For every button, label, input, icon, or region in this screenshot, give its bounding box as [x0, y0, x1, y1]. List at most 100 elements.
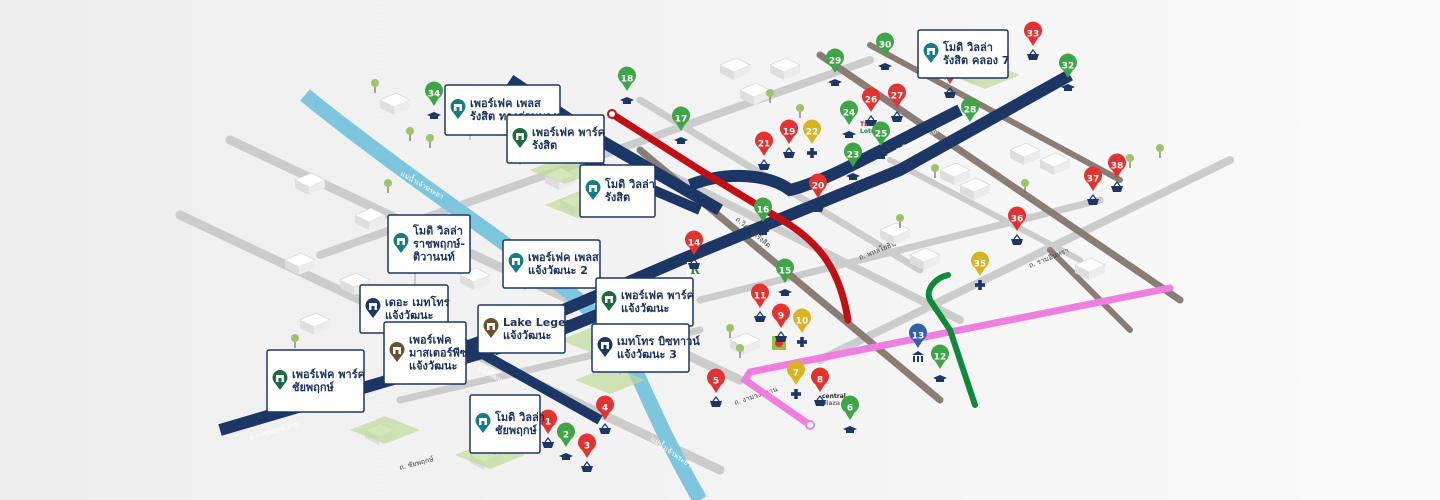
sign-line: แจ้งวัฒนะ: [385, 309, 434, 322]
townhouse-icon: [923, 42, 939, 63]
poi-pin-2[interactable]: 2: [557, 422, 575, 447]
poi-pin-36[interactable]: 36: [1008, 206, 1026, 231]
red-rail-line: [607, 109, 852, 324]
poi-pin-10[interactable]: 10: [793, 308, 812, 333]
poi-number: 9: [778, 312, 784, 322]
sign-line: ชัยพฤกษ์: [292, 381, 334, 394]
tree: [896, 214, 904, 228]
poi-pin-3[interactable]: 3: [578, 433, 596, 458]
project-sign-7[interactable]: เพอร์เฟค พาร์คแจ้งวัฒนะ: [595, 277, 694, 330]
building-block: [1074, 257, 1106, 280]
poi-pin-18[interactable]: 18: [618, 66, 637, 91]
tree: [406, 127, 414, 141]
poi-pin-23[interactable]: 23: [843, 142, 862, 167]
poi-icons: [427, 49, 1123, 472]
project-sign-2[interactable]: เพอร์เฟค พาร์ครังสิต: [506, 114, 605, 165]
poi-pin-34[interactable]: 34: [424, 81, 443, 106]
poi-pin-22[interactable]: 22: [802, 119, 821, 144]
poi-pin-21[interactable]: 21: [754, 131, 773, 156]
poi-pin-5[interactable]: 5: [706, 368, 725, 393]
green-lawn: [575, 366, 645, 394]
poi-pin-15[interactable]: 15: [775, 258, 794, 283]
green-rail-line: [925, 272, 978, 408]
poi-pin-14[interactable]: 14: [685, 230, 703, 255]
map-pin-icon: [754, 131, 773, 156]
poi-pin-13[interactable]: 13: [909, 323, 927, 348]
poi-pin-37[interactable]: 37: [1084, 166, 1102, 191]
poi-number: 4: [602, 404, 608, 414]
poi-pin-9[interactable]: 9: [771, 303, 790, 328]
poi-pin-8[interactable]: 8: [811, 367, 830, 392]
poi-pin-25[interactable]: 25: [871, 121, 890, 146]
poi-pin-35[interactable]: 35: [970, 251, 989, 276]
building-block: [339, 272, 371, 295]
poi-number: 18: [621, 75, 634, 85]
poi-pin-17[interactable]: 17: [672, 106, 691, 131]
map-pin-icon: [771, 303, 790, 328]
tree: [931, 164, 939, 178]
poi-pin-28[interactable]: 28: [960, 97, 979, 122]
poi-pin-12[interactable]: 12: [930, 344, 949, 369]
school-icon: [620, 97, 634, 104]
building-block: [294, 172, 326, 195]
shopping-basket-icon: [1027, 49, 1039, 60]
building-block: [299, 312, 331, 335]
poi-pin-20[interactable]: 20: [808, 173, 827, 198]
building-block: [1039, 152, 1071, 175]
poi-number: 6: [847, 404, 853, 414]
school-icon: [828, 79, 842, 86]
sign-line: รังสิต: [532, 139, 557, 152]
poi-pin-32[interactable]: 32: [1059, 53, 1077, 78]
house-icon: [483, 318, 499, 338]
shopping-basket-icon: [891, 111, 903, 122]
poi-pin-19[interactable]: 19: [780, 119, 799, 144]
map-pin-icon: [826, 48, 844, 73]
poi-pin-38[interactable]: 38: [1108, 153, 1126, 178]
poi-pin-11[interactable]: 11: [751, 283, 769, 308]
poi-pin-29[interactable]: 29: [826, 48, 844, 73]
poi-pin-30[interactable]: 30: [876, 32, 894, 57]
project-sign-12[interactable]: เมทโทร บิซทาวน์แจ้งวัฒนะ 3: [591, 323, 700, 375]
poi-number: 22: [806, 128, 819, 138]
poi-pin-24[interactable]: 24: [839, 100, 859, 125]
shopping-basket-icon: [775, 331, 787, 342]
building-block: [739, 82, 771, 105]
house-icon: [389, 342, 405, 362]
tree: [796, 104, 804, 118]
house-icon: [272, 369, 288, 390]
poi-number: 20: [812, 182, 825, 192]
map-pin-icon: [839, 100, 859, 125]
project-sign-4[interactable]: โมดิ วิลล่ารังสิต คลอง 7: [917, 29, 1010, 80]
sign-line: เพอร์เฟค เพลส: [470, 97, 541, 110]
poi-pin-1[interactable]: 1: [539, 409, 557, 434]
shopping-basket-icon: [710, 396, 722, 407]
poi-number: 1: [545, 418, 551, 428]
school-icon: [427, 112, 441, 119]
poi-number: 25: [875, 130, 888, 140]
building-block: [939, 162, 971, 185]
poi-pin-4[interactable]: 4: [596, 395, 614, 420]
poi-number: 26: [865, 96, 878, 106]
building-block: [354, 207, 386, 230]
poi-pin-26[interactable]: 26: [861, 87, 880, 112]
hospital-cross-icon: [807, 148, 817, 158]
poi-pin-7[interactable]: 7: [787, 360, 805, 385]
poi-pin-27[interactable]: 27: [888, 83, 906, 108]
map-pin-icon: [970, 251, 989, 276]
project-sign-13[interactable]: โมดิ วิลล่าชัยพฤกษ์: [469, 394, 545, 455]
poi-pin-16[interactable]: 16: [754, 197, 772, 222]
map-pin-icon: [871, 121, 890, 146]
project-sign-3[interactable]: โมดิ วิลล่ารังสิต: [579, 164, 656, 218]
poi-pin-6[interactable]: 6: [841, 395, 859, 420]
poi-pin-33[interactable]: 33: [1024, 21, 1042, 46]
school-icon: [842, 131, 856, 138]
sign-line: แจ้งวัฒนะ: [621, 302, 670, 315]
project-sign-11[interactable]: เพอร์เฟค พาร์คชัยพฤกษ์: [266, 349, 365, 413]
townhouse-icon: [475, 413, 491, 433]
